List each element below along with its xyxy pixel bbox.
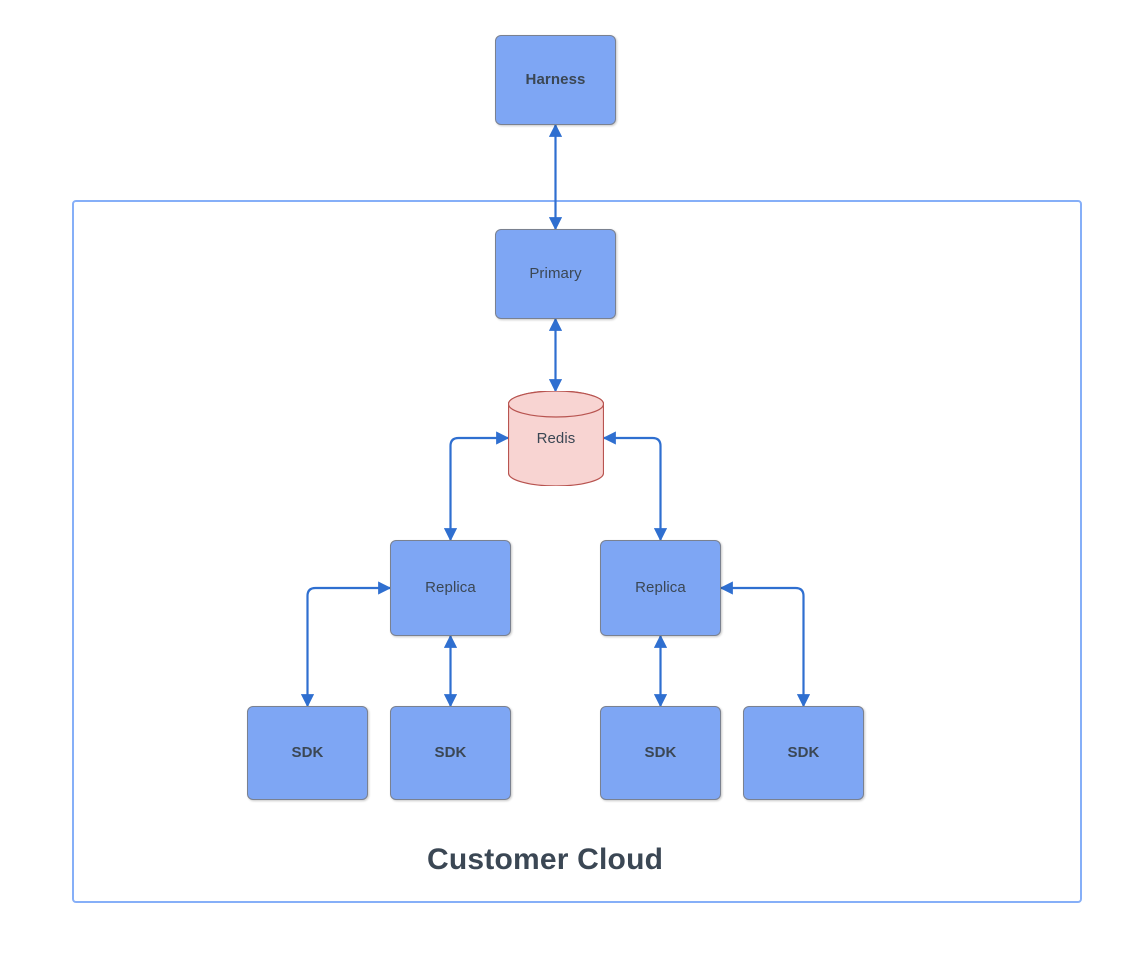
node-label-harness: Harness	[525, 71, 586, 88]
node-label-sdk-4: SDK	[787, 744, 820, 761]
node-sdk-3[interactable]: SDK	[600, 706, 721, 800]
node-replica-left[interactable]: Replica	[390, 540, 511, 636]
node-label-primary: Primary	[529, 265, 582, 282]
node-label-sdk-3: SDK	[644, 744, 677, 761]
node-redis[interactable]: Redis	[508, 391, 604, 486]
node-primary[interactable]: Primary	[495, 229, 616, 319]
cylinder-shape-redis	[508, 391, 604, 486]
node-label-replica-right: Replica	[635, 579, 686, 596]
node-sdk-2[interactable]: SDK	[390, 706, 511, 800]
node-sdk-4[interactable]: SDK	[743, 706, 864, 800]
node-label-sdk-2: SDK	[434, 744, 467, 761]
node-label-replica-left: Replica	[425, 579, 476, 596]
group-container-customer-cloud[interactable]	[72, 200, 1082, 903]
group-title-customer-cloud: Customer Cloud	[427, 843, 664, 876]
node-replica-right[interactable]: Replica	[600, 540, 721, 636]
node-sdk-1[interactable]: SDK	[247, 706, 368, 800]
node-label-sdk-1: SDK	[291, 744, 324, 761]
node-harness[interactable]: Harness	[495, 35, 616, 125]
node-label-redis: Redis	[536, 429, 576, 447]
